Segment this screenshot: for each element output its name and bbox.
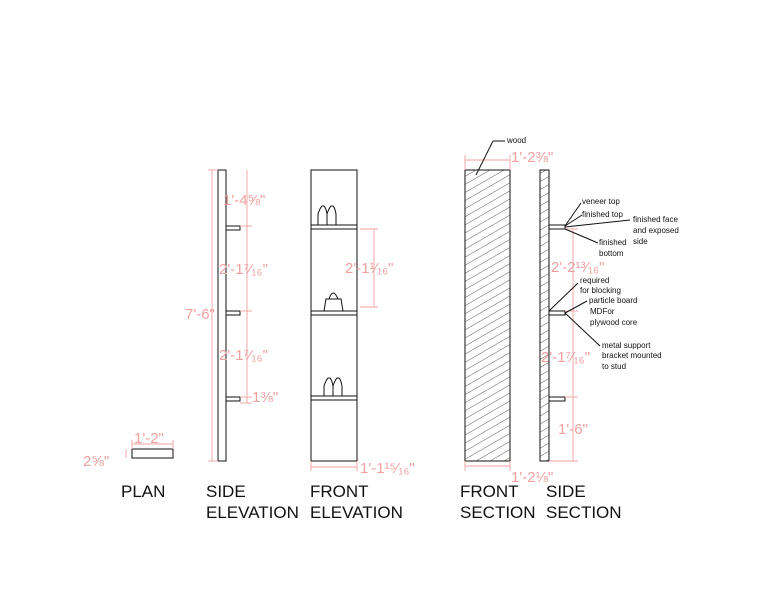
front-shelf-1 (310, 224, 358, 230)
side-mid1-dim: 2'-1⁷⁄₁₆" (219, 261, 268, 278)
wood-note: wood (506, 136, 526, 145)
front-elevation-label-2: ELEVATION (310, 503, 403, 522)
side-elevation-bracket-1 (225, 225, 241, 231)
front-width-dim: 1'-1¹⁵⁄₁₆" (360, 460, 415, 477)
front-shelf-3 (310, 395, 358, 401)
plan-label: PLAN (121, 482, 165, 501)
finished-bottom-note-1: finished (599, 238, 627, 247)
side-elevation-label-2: ELEVATION (206, 503, 299, 522)
ssec-mid2-dim: 2'-1⁷⁄₁₆" (541, 349, 590, 366)
vase-icon (323, 377, 343, 397)
side-overall-dim: 7'-6" (185, 306, 215, 323)
finished-top-note: finished top (582, 210, 623, 219)
finished-face-note-2: and exposed (633, 226, 679, 235)
front-elevation-view: 2'-1¹⁄₁₆" 1'-1¹⁵⁄₁₆" FRONT ELEVATION (310, 169, 415, 522)
side-section-bracket-3 (548, 396, 566, 402)
particle-board-note-1: particle board (589, 296, 637, 305)
front-shelf-2 (310, 310, 358, 316)
side-top-dim: 1'-4⅝" (223, 192, 265, 209)
side-elevation-view: 7'-6" 1'-4⅝" 2'-1⁷⁄₁₆" 2'-1⁷⁄₁₆" 1⅜" SID… (185, 169, 299, 522)
handbag-icon (323, 292, 344, 312)
front-section-panel (464, 169, 511, 462)
front-section-view: 1'-2⅜" 1'-2⅛" wood FRONT SECTION (460, 136, 553, 522)
metal-support-note-1: metal support (602, 341, 651, 350)
vase-icon (317, 205, 337, 226)
blocking-note-1: required (580, 276, 609, 285)
plan-depth-dim: 2⅝" (83, 453, 109, 470)
side-section-bracket-2 (548, 310, 566, 316)
plan-view: 1'-2" 2⅝" PLAN (83, 430, 174, 501)
plan-shelf-outline (131, 448, 174, 459)
front-section-label-1: FRONT (460, 482, 519, 501)
side-elevation-panel (217, 169, 227, 462)
plan-width-dim: 1'-2" (134, 430, 164, 447)
particle-board-note-2: MDFor (590, 307, 615, 316)
front-mid-dim: 2'-1¹⁄₁₆" (345, 260, 393, 277)
particle-board-note-3: plywood core (590, 318, 638, 327)
blocking-note-2: for blocking (580, 286, 621, 295)
side-elevation-label-1: SIDE (206, 482, 246, 501)
side-section-label-2: SECTION (546, 503, 622, 522)
side-bottom-dim: 1⅜" (252, 389, 278, 406)
finished-face-note-3: side (633, 237, 648, 246)
side-elevation-bracket-3 (225, 396, 241, 402)
veneer-top-note: veneer top (582, 197, 620, 206)
fsec-bottom-dim: 1'-2⅛" (511, 469, 553, 486)
front-elevation-label-1: FRONT (310, 482, 369, 501)
side-elevation-bracket-2 (225, 310, 241, 316)
metal-support-note-3: to stud (602, 362, 626, 371)
side-section-view: 2'-2¹³⁄₁₆" 2'-1⁷⁄₁₆" 1'-6" veneer top fi… (539, 169, 679, 522)
front-section-label-2: SECTION (460, 503, 536, 522)
annotation-leaders (548, 202, 631, 347)
side-section-panel (539, 169, 550, 462)
side-section-label-1: SIDE (546, 482, 586, 501)
ssec-bottom-dim: 1'-6" (558, 421, 588, 438)
side-mid2-dim: 2'-1⁷⁄₁₆" (219, 347, 268, 364)
side-section-bracket-1 (548, 224, 566, 230)
fsec-top-dim: 1'-2⅜" (511, 149, 553, 166)
metal-support-note-2: bracket mounted (602, 351, 662, 360)
ssec-mid1-dim: 2'-2¹³⁄₁₆" (551, 259, 604, 276)
finished-bottom-note-2: bottom (599, 249, 624, 258)
finished-face-note-1: finished face (633, 215, 678, 224)
